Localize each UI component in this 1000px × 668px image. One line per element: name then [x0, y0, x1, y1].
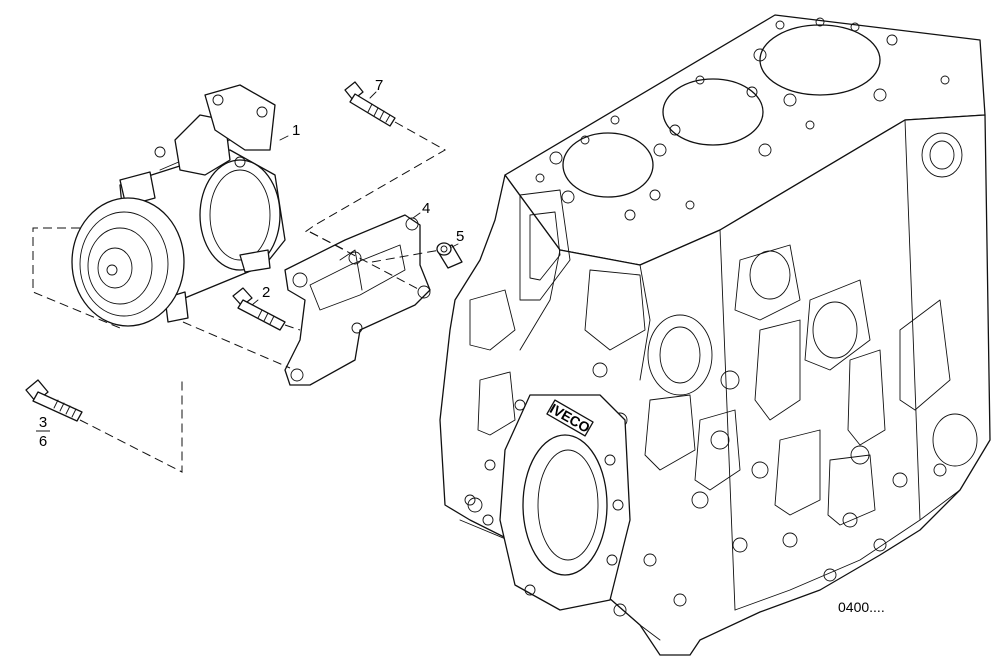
- assembly-lines: [32, 121, 447, 473]
- cylinder-bore: [759, 24, 881, 96]
- crank-seal: [522, 434, 608, 576]
- deck-holes: [535, 17, 950, 221]
- screw-3-6: [25, 379, 83, 422]
- cylinder-bore: [662, 78, 764, 146]
- callout-1: 1: [292, 122, 300, 139]
- callout-4: 4: [422, 200, 430, 217]
- mounting-bracket: [284, 214, 431, 386]
- engine-block: IVECO: [439, 14, 991, 656]
- screw-2: [232, 287, 286, 331]
- spacer-bush: [436, 242, 463, 269]
- callout-6: 6: [39, 433, 47, 450]
- callout-7: 7: [375, 77, 383, 94]
- ac-compressor: [71, 84, 286, 327]
- cover-bolts: [464, 399, 624, 596]
- clutch-pulley: [71, 197, 185, 327]
- callout-3: 3: [39, 414, 47, 431]
- screw-7: [344, 81, 396, 127]
- diagram-reference-code: 0400....: [838, 599, 885, 615]
- cylinder-bore: [562, 132, 654, 198]
- callout-5: 5: [456, 228, 464, 245]
- callout-2: 2: [262, 284, 270, 301]
- callout-labels: 1 2 3 6 4 5 7: [36, 77, 464, 450]
